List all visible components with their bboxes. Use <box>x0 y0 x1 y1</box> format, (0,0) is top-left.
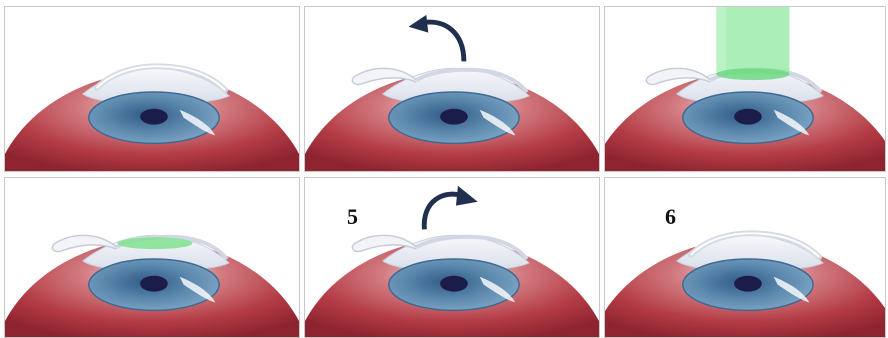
treated-area-icon <box>117 237 192 249</box>
eye-illustration <box>605 7 885 171</box>
eye-illustration <box>305 178 599 337</box>
step-panel-5: 5 <box>304 177 600 338</box>
step-panel-3 <box>604 6 886 172</box>
curved-arrow-icon <box>424 186 477 229</box>
step-panel-4 <box>4 177 300 338</box>
eye-illustration <box>5 7 299 171</box>
eye-illustration <box>305 7 599 171</box>
step-panel-6: 6 <box>604 177 886 338</box>
step-number: 5 <box>347 204 358 230</box>
eye-illustration <box>5 178 299 337</box>
laser-beam-icon <box>716 7 789 80</box>
step-panel-1 <box>4 6 300 172</box>
step-panel-2 <box>304 6 600 172</box>
curved-arrow-icon <box>409 15 464 61</box>
eye-illustration <box>605 178 885 337</box>
step-number: 6 <box>665 204 676 230</box>
